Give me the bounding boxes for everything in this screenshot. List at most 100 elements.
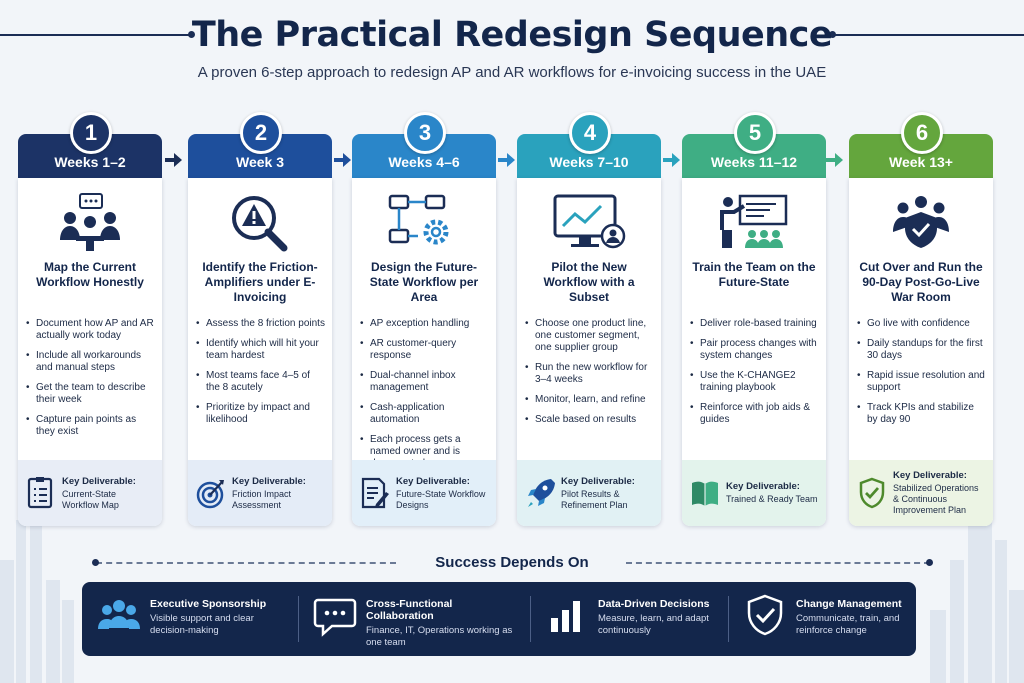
step-bullet: Most teams face 4–5 of the 8 acutely xyxy=(196,370,326,394)
deliverable-label: Key Deliverable: xyxy=(561,475,635,487)
arrow-right-icon xyxy=(498,153,515,167)
step-number-badge: 1 xyxy=(70,112,112,154)
deliverable-label: Key Deliverable: xyxy=(62,475,136,487)
step-bullet: Prioritize by impact and likelihood xyxy=(196,402,326,426)
deliverable-icon xyxy=(196,476,226,510)
key-deliverable: Key Deliverable: Current-State Workflow … xyxy=(18,460,162,526)
step-title: Cut Over and Run the 90-Day Post-Go-Live… xyxy=(859,260,983,304)
key-deliverable: Key Deliverable: Pilot Results & Refinem… xyxy=(517,460,661,526)
step-bullet: Include all workarounds and manual steps xyxy=(26,350,156,374)
warning-magnifier-icon xyxy=(220,192,300,254)
step-number-badge: 4 xyxy=(569,112,611,154)
deliverable-icon xyxy=(525,476,555,510)
deliverable-text: Future-State Workflow Designs xyxy=(396,488,486,510)
step-column-2: 2 Week 3 Identify the Friction-Amplifier… xyxy=(188,112,332,526)
deliverable-text: Stabilized Operations & Continuous Impro… xyxy=(893,483,979,515)
pillar-title: Data-Driven Decisions xyxy=(598,598,710,610)
step-bullet: Dual-channel inbox management xyxy=(360,370,490,394)
shield-check-icon xyxy=(859,477,885,509)
pillar-desc: Visible support and clear decision-makin… xyxy=(150,613,254,636)
step-bullet-list: Choose one product line, one customer se… xyxy=(525,318,655,434)
monitor-chart-icon xyxy=(549,192,629,254)
pillar-divider xyxy=(298,596,299,642)
step-bullet: Use the K-CHANGE2 training playbook xyxy=(690,370,820,394)
deliverable-label: Key Deliverable: xyxy=(893,470,967,481)
arrow-right-icon xyxy=(663,153,680,167)
step-bullet-list: Document how AP and AR actually work tod… xyxy=(26,318,156,446)
step-period-header: Weeks 4–6 xyxy=(352,134,496,178)
step-bullet-list: AP exception handling AR customer-query r… xyxy=(360,318,490,478)
rocket-icon xyxy=(528,479,555,507)
deliverable-label: Key Deliverable: xyxy=(726,481,800,492)
key-deliverable: Key Deliverable: Trained & Ready Team xyxy=(682,460,826,526)
success-rule-left xyxy=(96,562,396,564)
deliverable-icon xyxy=(690,476,720,510)
step-card: Train the Team on the Future-State Deliv… xyxy=(682,178,826,526)
key-deliverable: Key Deliverable: Future-State Workflow D… xyxy=(352,460,496,526)
presenter-icon xyxy=(714,192,794,254)
step-bullet: Deliver role-based training xyxy=(690,318,820,330)
step-card: Design the Future-State Workflow per Are… xyxy=(352,178,496,526)
step-title: Map the Current Workflow Honestly xyxy=(36,260,144,289)
shield-check-icon xyxy=(747,594,783,636)
step-column-4: 4 Weeks 7–10 Pilot the New Workflow with… xyxy=(517,112,661,526)
step-period-header: Week 3 xyxy=(188,134,332,178)
deliverable-icon xyxy=(857,476,887,510)
target-icon xyxy=(196,480,224,509)
pillar-divider xyxy=(530,596,531,642)
pillar-desc: Finance, IT, Operations working as one t… xyxy=(366,625,513,648)
title-dot-right xyxy=(829,31,836,38)
step-bullet: Scale based on results xyxy=(525,414,655,426)
success-dot-left xyxy=(92,559,99,566)
step-bullet: Get the team to describe their week xyxy=(26,382,156,406)
step-bullet: AP exception handling xyxy=(360,318,490,330)
arrow-right-icon xyxy=(334,153,351,167)
step-bullet: Choose one product line, one customer se… xyxy=(525,318,655,354)
step-number-badge: 2 xyxy=(240,112,282,154)
bar-chart-icon xyxy=(551,601,580,632)
step-column-3: 3 Weeks 4–6 Design the Future-State Work… xyxy=(352,112,496,526)
step-bullet: Run the new workflow for 3–4 weeks xyxy=(525,362,655,386)
pillar-change-management: Change Management Communicate, train, an… xyxy=(742,592,912,646)
open-book-icon xyxy=(692,481,718,506)
title-dot-left xyxy=(188,31,195,38)
deliverable-icon xyxy=(26,476,56,510)
step-number-badge: 3 xyxy=(404,112,446,154)
success-title: Success Depends On xyxy=(435,554,589,571)
team-shield-icon xyxy=(881,192,961,254)
pillar-collaboration: Cross-Functional Collaboration Finance, … xyxy=(312,592,522,648)
step-column-1: 1 Weeks 1–2 Map the Current Workflow Hon… xyxy=(18,112,162,526)
page-subtitle: A proven 6-step approach to redesign AP … xyxy=(197,64,827,81)
workflow-gear-icon xyxy=(384,192,464,254)
pillar-title: Change Management xyxy=(796,598,902,610)
step-bullet: Monitor, learn, and refine xyxy=(525,394,655,406)
step-bullet: Document how AP and AR actually work tod… xyxy=(26,318,156,342)
deliverable-text: Pilot Results & Refinement Plan xyxy=(561,488,628,510)
key-deliverable: Key Deliverable: Friction Impact Assessm… xyxy=(188,460,332,526)
success-rule-right xyxy=(626,562,930,564)
step-bullet-list: Deliver role-based trainingPair process … xyxy=(690,318,820,434)
step-bullet: Rapid issue resolution and support xyxy=(857,370,987,394)
step-bullet: Reinforce with job aids & guides xyxy=(690,402,820,426)
chat-icon xyxy=(313,598,357,637)
deliverable-label: Key Deliverable: xyxy=(232,475,306,487)
deliverable-text: Friction Impact Assessment xyxy=(232,488,292,510)
step-card: Pilot the New Workflow with a Subset Cho… xyxy=(517,178,661,526)
step-period-header: Weeks 7–10 xyxy=(517,134,661,178)
pillar-desc: Communicate, train, and reinforce change xyxy=(796,613,900,636)
document-pen-icon xyxy=(361,477,389,509)
step-period-header: Weeks 1–2 xyxy=(18,134,162,178)
step-bullet: AR customer-query response xyxy=(360,338,490,362)
key-deliverable: Key Deliverable: Stabilized Operations &… xyxy=(849,460,993,526)
success-factors-bar: Executive Sponsorship Visible support an… xyxy=(82,582,916,656)
page-title: The Practical Redesign Sequence xyxy=(191,15,833,55)
success-dot-right xyxy=(926,559,933,566)
step-title: Pilot the New Workflow with a Subset xyxy=(543,260,635,304)
meeting-icon xyxy=(50,192,130,254)
pillar-data-driven: Data-Driven Decisions Measure, learn, an… xyxy=(544,592,734,646)
step-bullet: Cash-application automation xyxy=(360,402,490,426)
step-number-badge: 5 xyxy=(734,112,776,154)
deliverable-icon xyxy=(360,476,390,510)
step-bullet: Assess the 8 friction points xyxy=(196,318,326,330)
arrow-right-icon xyxy=(826,153,843,167)
